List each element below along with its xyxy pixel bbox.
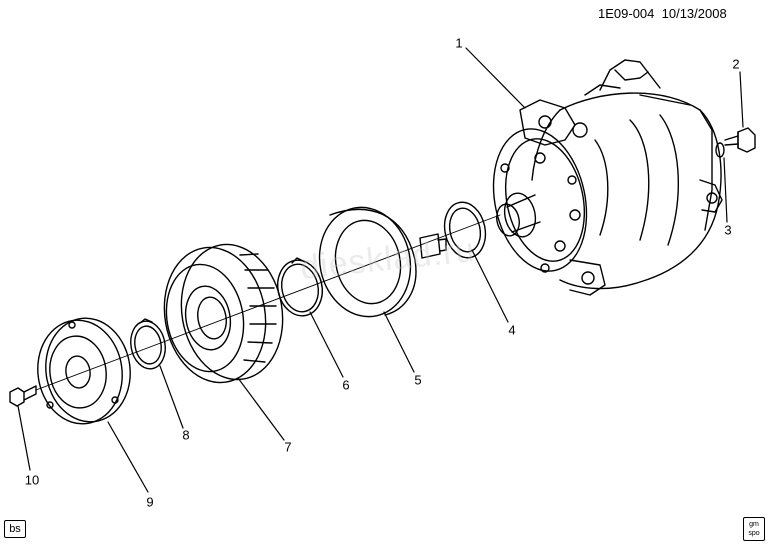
callout-6: 6 [342,377,350,393]
stamp-line-1: gm [749,521,759,528]
leader-lines [17,47,744,493]
stamp-line-2: spo [748,530,760,537]
callout-5: 5 [414,372,422,388]
callout-1: 1 [455,35,463,51]
small-o-ring [715,142,725,158]
assembly-axis-line [35,214,501,391]
callout-8: 8 [182,427,190,443]
callout-10: 10 [24,472,40,488]
snap-ring-small [130,318,166,370]
compressor-assembly [492,59,723,296]
callout-3: 3 [724,222,732,238]
hub-bolt [9,385,37,407]
clutch-plate [37,317,131,425]
pulley [163,243,284,384]
callout-7: 7 [284,439,292,455]
fitting-nut [724,127,756,153]
section-badge: bs [4,520,26,538]
callout-4: 4 [508,322,516,338]
callout-9: 9 [146,494,154,510]
seal-ring [443,201,487,259]
drawing-date: 10/13/2008 [661,6,727,21]
callout-2: 2 [732,56,740,72]
field-coil [318,206,447,318]
gm-spo-logo: gm spo [743,517,765,541]
drawing-id: 1E09-004 [598,6,655,21]
drawing-reference: 1E09-004 10/13/2008 [598,7,727,20]
